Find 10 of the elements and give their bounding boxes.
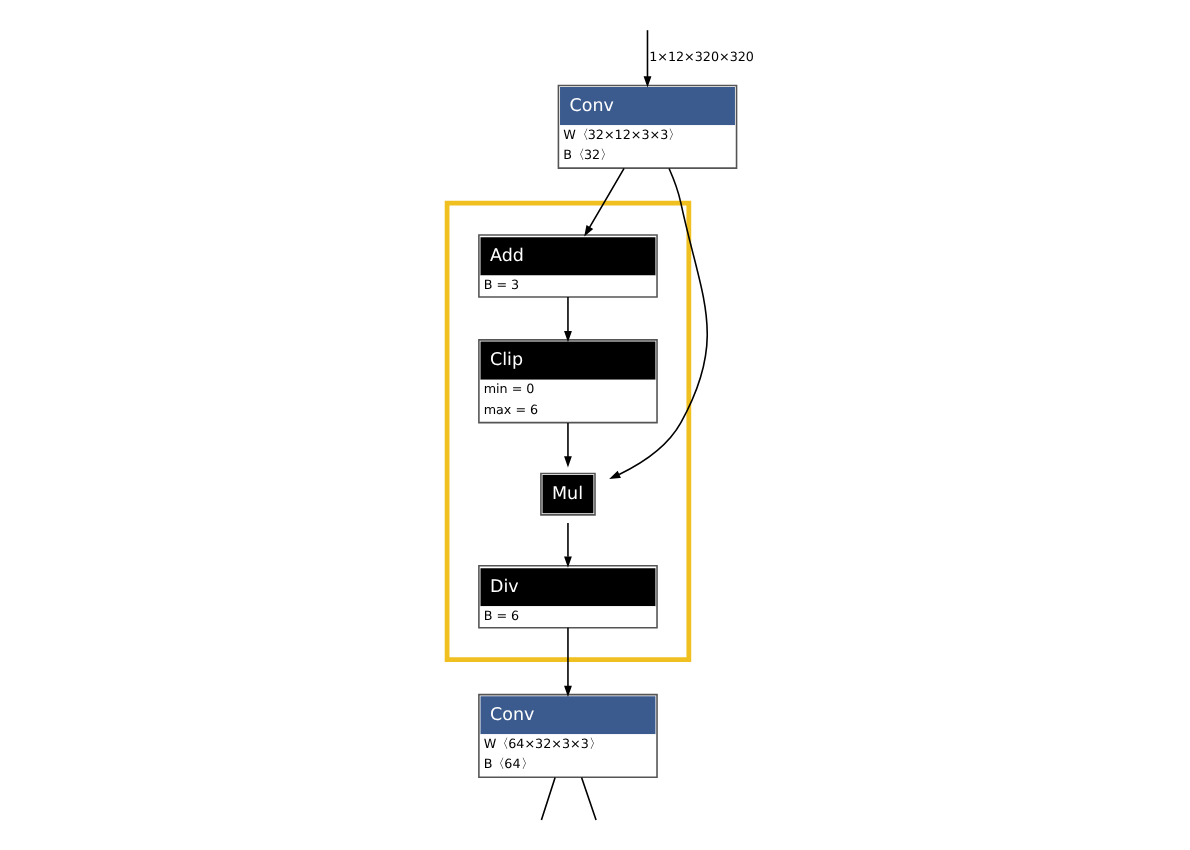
arrow — [564, 522, 572, 568]
arrow — [609, 167, 709, 479]
arrow — [643, 29, 652, 88]
arrow — [584, 167, 625, 237]
connector — [580, 776, 597, 821]
arrow — [564, 296, 572, 343]
cluster — [444, 200, 692, 662]
arrow — [564, 627, 572, 697]
arrow — [564, 422, 572, 468]
connector — [540, 776, 556, 821]
